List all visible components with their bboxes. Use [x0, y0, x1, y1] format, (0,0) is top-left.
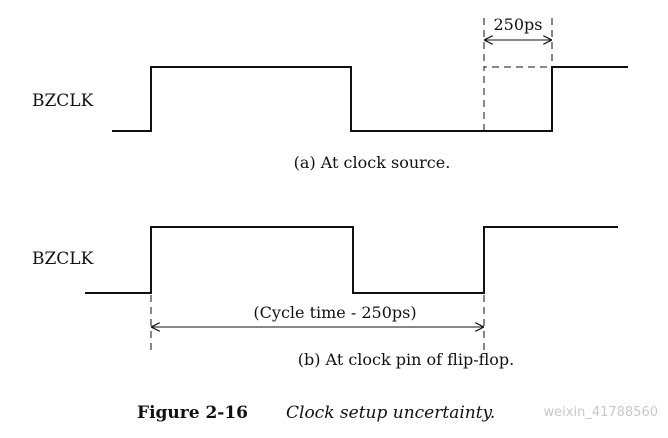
measure-label-cycle: (Cycle time - 250ps)	[253, 303, 416, 322]
signal-label-b: BZCLK	[32, 249, 94, 269]
figure-title: Clock setup uncertainty.	[286, 403, 495, 423]
diagram-b: BZCLK (Cycle time - 250ps) (b) At clock …	[32, 226, 618, 369]
clock-waveform-b	[85, 226, 618, 294]
clock-waveform-a	[112, 66, 628, 132]
diagram-a: BZCLK 250ps (a) At clock source.	[32, 15, 628, 172]
figure-number: Figure 2-16	[137, 403, 248, 423]
caption-b: (b) At clock pin of flip-flop.	[298, 350, 515, 369]
figure-caption: Figure 2-16 Clock setup uncertainty. wei…	[137, 403, 658, 423]
uncertainty-dashed-box	[483, 66, 552, 131]
watermark: weixin_41788560	[544, 405, 658, 420]
caption-a: (a) At clock source.	[294, 153, 451, 172]
signal-label-a: BZCLK	[32, 91, 94, 111]
measure-label-250ps: 250ps	[494, 15, 543, 34]
